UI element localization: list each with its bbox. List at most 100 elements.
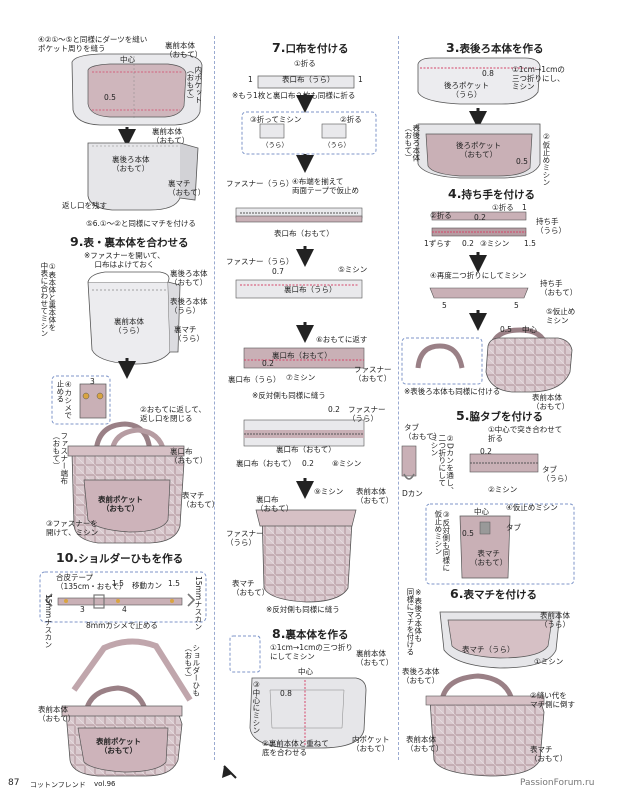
sec6-front-ura: 表前本体 （うら） <box>540 611 570 629</box>
sec7-s4: ④布端を揃えて 両面テープで仮止め <box>292 177 360 195</box>
zipper-strip-4 <box>243 419 365 447</box>
sec4-handle-ura: 持ち手 （うら） <box>536 217 566 235</box>
sec7-s3: ③折ってミシン <box>250 115 302 124</box>
sec4-step5: ⑤仮止め ミシン <box>546 307 576 325</box>
page-number: 87 <box>8 778 20 788</box>
sec7-ura-kuchi-o2b: 裏口布（おもて） <box>236 459 296 468</box>
sec5-dkan-text: ②Dカンを通し、 二つ折りにして ミシン <box>429 434 455 494</box>
ring-label: 移動カン <box>132 581 162 590</box>
finished-bag-drawing <box>67 421 185 544</box>
sec9-lining-back: 裏後ろ本体 （おもて） <box>170 269 208 287</box>
sec7-front-kuchi: 表口布（おもて） <box>274 229 334 238</box>
lining-gusset-label: 裏マチ （おもて） <box>168 179 206 197</box>
sec3-pocket-ura: 後ろポケット （うら） <box>444 81 489 99</box>
sec7-s2: ②折る <box>340 115 362 124</box>
sec7-heading: 7.口布を付ける <box>272 40 349 55</box>
sec6-step2: ②縫い代を マチ側に倒す <box>530 691 575 709</box>
snap-hook-label-right: 15mmナスカン <box>193 576 203 631</box>
zipper-end-label: ファスナー端布 （おもて） <box>51 432 69 485</box>
sec8-heading: 8.裏本体を作る <box>272 626 349 641</box>
sec9-lining-front: 裏前本体 （うら） <box>114 317 144 335</box>
inner-pocket-label: 内ポケット （おもて） <box>185 66 203 104</box>
sec6-note: ※表後ろ本体も 同様にマチを付ける <box>405 588 423 656</box>
sec5-step4: ④仮止めミシン <box>506 503 558 512</box>
tab-drawing <box>401 445 539 480</box>
strap-3: 3 <box>80 605 85 614</box>
sec7-02c: 0.2 <box>302 459 314 468</box>
seam-label: 0.5 <box>104 93 116 102</box>
sec7-zipper-ura4: ファスナー （うら） <box>226 529 264 547</box>
gusset-attach-drawing <box>439 611 561 669</box>
sec8-step2: ②裏前本体と重ねて 底を合わせる <box>262 739 329 757</box>
sec4-1: 1 <box>522 203 527 212</box>
sec7-note3: ※反対側も同様に縫う <box>266 605 340 614</box>
outer-gusset-label: 表マチ （おもて） <box>182 491 220 509</box>
sec7-s7: ⑦ミシン <box>286 373 316 382</box>
sec5-heading: 5.脇タブを付ける <box>456 408 543 423</box>
strap-15a: 1.5 <box>112 579 124 588</box>
handle-folded <box>429 287 529 299</box>
sec6-front-omote: 表前本体 （おもて） <box>406 735 444 753</box>
sec7-ura2: （うら） <box>324 141 350 149</box>
lining-back-label: 裏後ろ本体 （おもて） <box>112 155 150 173</box>
sec3-08: 0.8 <box>482 69 494 78</box>
bag-with-strap-drawing <box>61 638 193 777</box>
handle-strips <box>431 211 527 237</box>
sec7-zipper-ura3: ファスナー （うら） <box>348 405 386 423</box>
inner-pocket-drawing <box>71 53 203 126</box>
sec3-back-body: 表後ろ本体 （おもて） <box>403 124 421 162</box>
sec5-05: 0.5 <box>462 529 474 538</box>
sec4-15: 1.5 <box>524 239 536 248</box>
sec4-5b: 5 <box>514 301 519 310</box>
front-pocket-label: 表前ポケット （おもて） <box>98 495 143 513</box>
sec4-handle-omote: 持ち手 （おもて） <box>540 279 578 297</box>
back-body-drawing <box>417 57 541 105</box>
lining-body-drawing <box>87 142 199 211</box>
rivet-inset-box <box>51 375 111 425</box>
sec3-pocket-omote: 後ろポケット （おもて） <box>456 141 501 159</box>
sec7-s8: ⑧ミシン <box>332 459 362 468</box>
sec6-heading: 6.表マチを付ける <box>450 586 537 601</box>
sec4-heading: 4.持ち手を付ける <box>448 186 535 201</box>
sec9-step1: ①表本体と裏本体を 中表に合わせてミシン <box>39 262 57 337</box>
back-pocket-drawing <box>417 123 541 179</box>
sec5-step1: ①中心で突き合わせて 折る <box>488 425 563 443</box>
sec7-fold: ①折る <box>294 59 316 68</box>
bag-with-kuchi-drawing <box>255 509 357 603</box>
sec8-step1: ①1cm→1cmの三つ折り にしてミシン <box>270 643 353 661</box>
continue-arrow-icon <box>222 766 232 778</box>
sec4-center: 中心 <box>522 325 537 334</box>
sec5-gusset: 表マチ （おもて） <box>470 549 508 567</box>
sec4-05: 0.5 <box>500 325 512 334</box>
sec7-ura-kuchi-o2: 裏口布（おもて） <box>276 445 336 454</box>
zipper-strip-1 <box>235 207 363 223</box>
zipper-strip-3 <box>243 347 365 369</box>
sec8-front: 裏前本体 （おもて） <box>356 649 394 667</box>
return-opening-label: 返し口を残す <box>62 201 107 210</box>
sec5-tab-ura: タブ （うら） <box>542 465 572 483</box>
sec5-step3: ③反対側も同様に 仮止めミシン <box>433 510 451 572</box>
strap-4: 4 <box>122 605 127 614</box>
sec7-s6: ⑥おもてに返す <box>316 335 368 344</box>
sec7-kuchi: 表口布（うら） <box>282 75 335 84</box>
sec7-zipper-ura: ファスナー（うら） <box>226 179 294 188</box>
bag-front-label: 裏前本体 （おもて） <box>165 41 203 59</box>
sec6-gusset-omote: 表マチ （おもて） <box>530 745 568 763</box>
sec4-step4: ④再度二つ折りにしてミシン <box>430 271 527 280</box>
sec7-note1: ※もう1枚と裏口布２枚も同様に折る <box>232 91 356 100</box>
sec4-step1: ①折る <box>492 203 514 212</box>
sec6-step1: ①ミシン <box>534 657 564 666</box>
sec10-heading: 10.ショルダーひもを作る <box>56 550 184 565</box>
front-with-handle <box>485 327 573 393</box>
column-divider-1 <box>214 36 215 760</box>
sec7-gusset: 表マチ （おもて） <box>232 579 270 597</box>
sec8-08: 0.8 <box>280 689 292 698</box>
column-divider-2 <box>398 36 399 760</box>
lining-body-sec8 <box>249 677 367 749</box>
snap-hook-label-left: 15mmナスカン <box>43 594 53 649</box>
fold-inset-box <box>241 111 377 155</box>
zipper-strip-2 <box>235 279 363 299</box>
sec7-front-body: 表前本体 （おもて） <box>356 487 394 505</box>
sec4-front-body: 表前本体 （おもて） <box>532 393 570 411</box>
rivet-num: 3 <box>90 377 95 386</box>
